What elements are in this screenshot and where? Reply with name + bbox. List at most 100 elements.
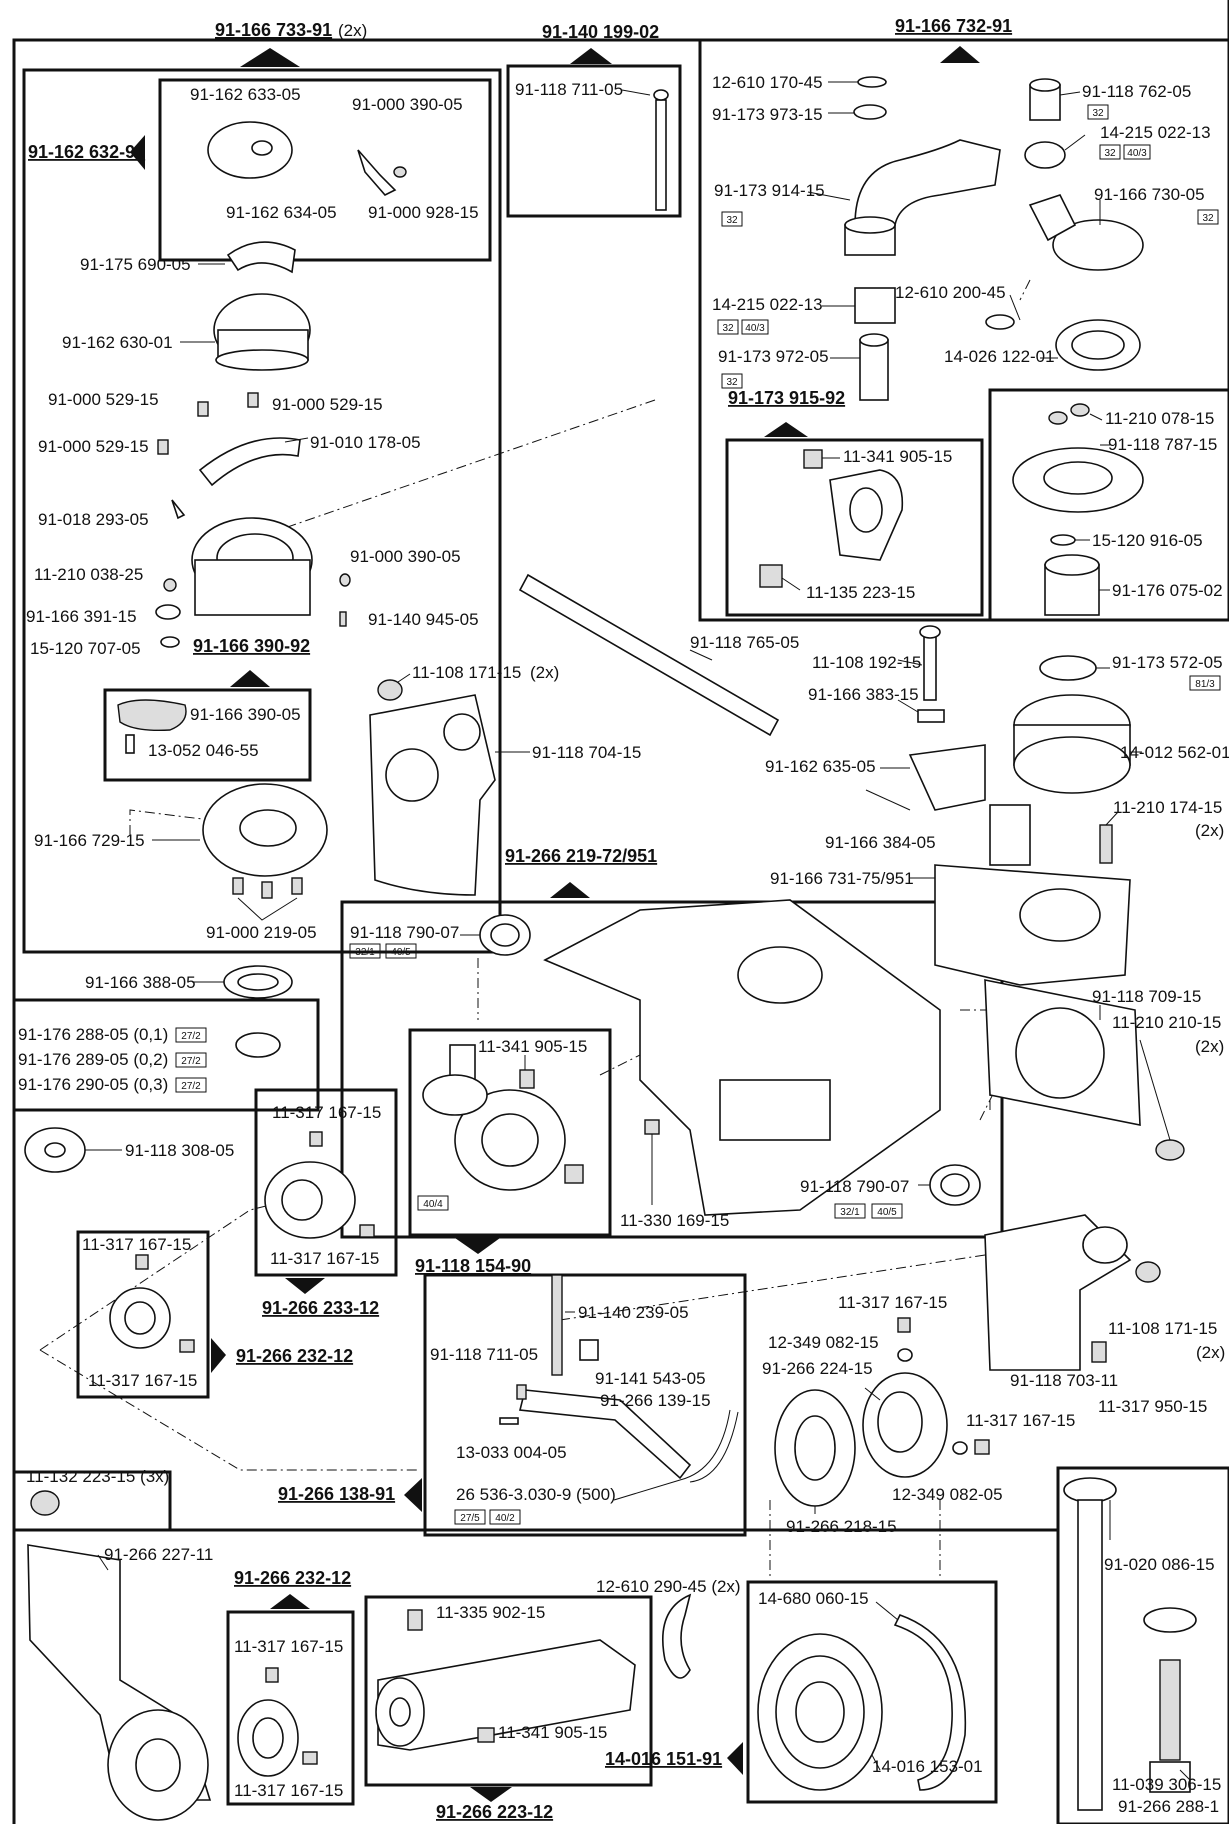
bobbin-hub-drawing [44,1142,66,1158]
washer-973-drawing [853,104,887,120]
part-label-p45: 91-166 383-15 [808,685,919,704]
dashline-11 [1019,279,1031,301]
part-label-p24: 91-118 762-05 [1082,82,1191,101]
housing-731-post-drawing [989,804,1031,866]
part-label-p68: 13-033 004-05 [456,1443,567,1462]
assembly-label-a151: 14-016 151-91 [605,1749,722,1769]
frame-91-173-915-92 [725,438,984,617]
ref-r404: 40/4 [423,1199,443,1210]
part-label-p33: 11-135 223-15 [806,583,915,602]
screw-078-a-drawing [1048,411,1068,425]
part-label-p41: 11-108 171-15 [412,663,521,682]
arrow-down-223 [470,1787,512,1802]
leader-p21 [621,89,651,96]
arrow-up-219 [550,882,590,898]
leader-p69 [613,1479,681,1501]
rotary-hook-body-drawing [194,559,311,616]
screw-390-b-drawing [339,573,351,587]
arrow-up-232b [270,1594,310,1609]
pin-972-drawing [859,339,889,401]
ref-r32g: 32 [726,377,738,388]
ref-r403b: 40/3 [745,323,765,334]
stud-086-drawing [1077,1499,1103,1811]
bracket-227-bearing-hole-drawing [135,1738,181,1792]
frame-91-166-732-91-notch [700,388,1229,622]
frame-91-266-233-12 [254,1088,398,1277]
arrow-left-151 [727,1742,743,1775]
frame-91-140-199-02 [506,64,682,218]
part-label-p28: 14-215 022-13 [712,295,823,314]
ref-r321b: 32/1 [840,1207,860,1218]
flange-730-arm-drawing [1028,194,1077,242]
frame-91-266-232-12-b [226,1610,355,1806]
bracket-704-hole-a-drawing [385,748,439,802]
part-label-p39: 14-012 562-01 [1120,743,1229,762]
needle-bearing-mid-drawing [854,287,896,324]
setscrew-167-e-drawing [897,1317,911,1333]
flange-787-hole-drawing [1043,461,1113,495]
leader-p72 [864,1387,881,1401]
screw-171-drawing [377,679,403,701]
setscrew-905-drawing [803,449,823,469]
part-label-p66: 91-141 543-05 [595,1369,706,1388]
part-label-p89: 11-039 306-15 [1112,1775,1221,1794]
assembly-labels: 91-166 733-91 (2x) 91-140 199-02 91-166 … [28,16,1012,1822]
frame-91-162-632-91 [158,78,492,262]
screw-219-a-drawing [232,877,244,895]
part-label-p73: 11-317 167-15 [966,1411,1075,1430]
bracket-704-hole-b-drawing [443,713,481,751]
pin-945-drawing [339,611,347,627]
assembly-label-a223: 91-266 223-12 [436,1802,553,1822]
washer-086-b-drawing [1143,1607,1197,1633]
arrow-up-732 [940,46,980,63]
pin-711-drawing [655,99,667,211]
frame-91-118-154-90 [408,1028,612,1237]
assembly-label-a219: 91-266 219-72/951 [505,846,657,866]
dashline-10 [960,1009,991,1110]
part-label-p18: 13-052 046-55 [148,741,259,760]
screw-219-b-drawing [261,881,273,899]
screw-078-b-drawing [1070,403,1090,417]
hook-plate-hole-drawing [239,809,297,847]
key-390-drawing [117,699,187,732]
part-label-p69: 26 536-3.030-9 (500) [456,1485,616,1504]
assembly-label-a390: 91-166 390-92 [193,636,310,656]
shim-washer-drawing [235,1032,281,1058]
part-label-p47: 91-166 384-05 [825,833,936,852]
part-label-p04: 91-000 928-15 [368,203,479,222]
screw-192-head-drawing [919,625,941,639]
main-housing-bore-drawing [737,946,823,1004]
part-label-p20: 91-000 219-05 [206,923,317,942]
frame-14-016-151-91 [746,1580,998,1804]
setscrew-167-a-drawing [309,1131,323,1147]
part-label-p87: 14-016 153-01 [872,1757,983,1776]
part-label-p61q: (2x) [1195,1037,1224,1056]
part-label-p72: 91-266 224-15 [762,1359,873,1378]
dashline-6 [559,1254,986,1321]
assembly-label-a232b: 91-266 232-12 [234,1568,351,1588]
ref-r32b: 32 [1104,148,1116,159]
dashline-1 [249,399,656,570]
refbox-r405a [385,943,417,959]
bush-790-a-hole-drawing [490,923,520,947]
cable-drawing [679,1409,739,1483]
ref-r272b: 27/2 [181,1056,201,1067]
part-label-p49: 91-118 790-07 [350,923,459,942]
bevel-gear-inner-drawing [481,1113,539,1167]
leader-p41 [397,673,411,683]
part-label-p88: 91-020 086-15 [1104,1555,1215,1574]
pin-711-b-drawing [516,1384,527,1400]
part-label-p41q: (2x) [530,663,559,682]
part-label-p76: 91-118 703-11 [1010,1371,1118,1390]
bracket-703-boss-drawing [1082,1226,1128,1264]
part-label-p86: 14-680 060-15 [758,1589,869,1608]
part-label-p44: 11-108 192-15 [812,653,921,672]
ref-r32d: 32 [1202,213,1214,224]
arrow-up-915 [764,422,808,437]
leader-p44 [897,659,923,666]
hook-cover-hole-drawing [251,140,273,156]
needle-bearing-top-drawing [1024,141,1066,169]
assembly-label-a732: 91-166 732-91 [895,16,1012,36]
setscrew-167-g-drawing [265,1667,279,1683]
